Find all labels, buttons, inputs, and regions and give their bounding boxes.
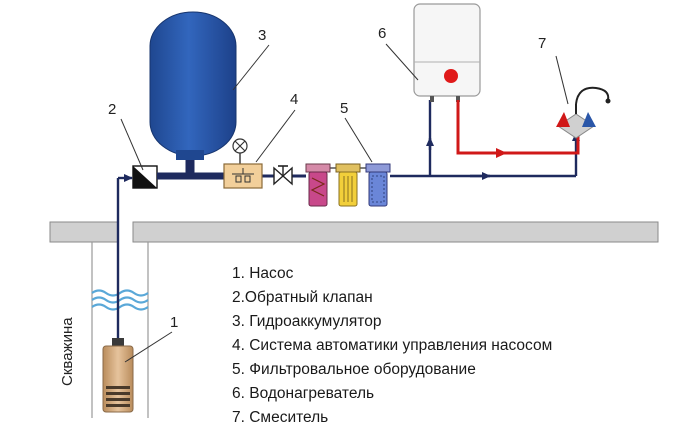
legend: 1. Насос 2.Обратный клапан 3. Гидроаккум…: [232, 262, 552, 430]
legend-item: 3. Гидроаккумулятор: [232, 313, 382, 330]
well-casing: [91, 242, 149, 418]
callout-number: 4: [290, 91, 298, 108]
callout-number: 1: [170, 314, 178, 331]
legend-item: 2.Обратный клапан: [232, 289, 373, 306]
pump-icon: [102, 338, 134, 413]
check-valve-icon: [132, 165, 158, 189]
legend-item: 5. Фильтровальное оборудование: [232, 361, 476, 378]
water-heater-icon: [413, 3, 481, 102]
riser-pipe: [116, 174, 133, 342]
shutoff-valve-icon: [273, 165, 293, 186]
filter-icon: [365, 163, 391, 207]
callout-number: 5: [340, 100, 348, 117]
ground: [49, 221, 659, 243]
callout-number: 6: [378, 25, 386, 42]
legend-item: 7. Смеситель: [232, 409, 329, 426]
legend-item: 6. Водонагреватель: [232, 385, 375, 402]
accumulator-tank-icon: [149, 11, 237, 160]
filter-icon: [305, 163, 331, 207]
filter-group: [305, 163, 391, 207]
filter-icon: [335, 163, 361, 207]
hot-pipe: [456, 100, 580, 158]
faucet-mixer-icon: [556, 86, 611, 139]
legend-item: 1. Насос: [232, 265, 294, 282]
callout-leaders: [120, 43, 569, 363]
water-supply-diagram: 1 2 3 4 5 6 7 Скважина: [49, 3, 659, 418]
callout-number: 2: [108, 101, 116, 118]
well-label: Скважина: [59, 317, 76, 386]
callout-number: 7: [538, 35, 546, 52]
legend-item: 4. Система автоматики управления насосом: [232, 337, 553, 354]
pressure-switch-icon: [223, 138, 263, 189]
callout-number: 3: [258, 27, 266, 44]
water-level-waves: [91, 289, 149, 311]
